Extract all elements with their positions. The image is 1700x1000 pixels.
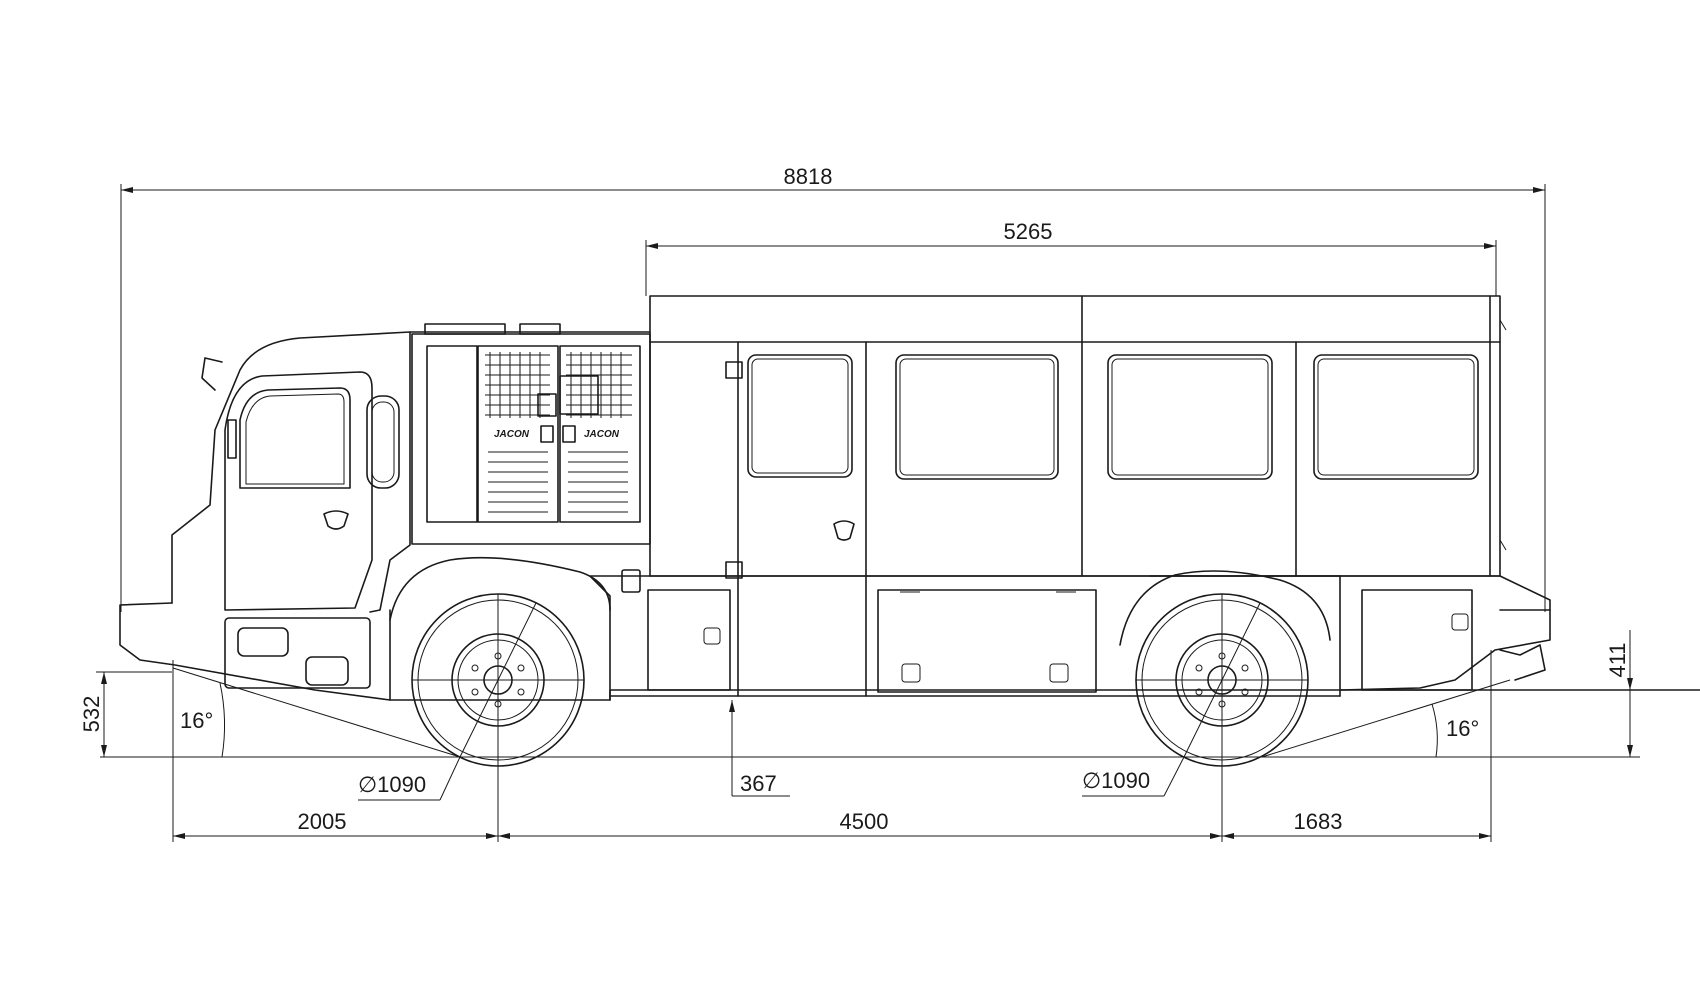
- dim-overall-length: 8818: [120, 164, 1546, 612]
- dim-ground-clearance: 367: [729, 700, 790, 797]
- dim-departure-angle: 16°: [1261, 679, 1511, 758]
- cab-rear-window: [366, 395, 400, 489]
- locker-rear: [1361, 589, 1473, 691]
- front-wheel: [411, 593, 585, 767]
- dim-front-height: 532: [79, 671, 172, 757]
- body-length-label: 5265: [1004, 219, 1053, 244]
- locker-front: [647, 589, 731, 691]
- grille-right: [566, 352, 632, 418]
- brand-label-right: JACON: [584, 429, 620, 440]
- front-wheel-diameter-label: ∅1090: [358, 772, 426, 797]
- driver-cab: [171, 323, 651, 613]
- ground-clearance-label: 367: [740, 771, 777, 796]
- louvres: [488, 451, 628, 513]
- body-window-3: [1107, 354, 1273, 480]
- rear-height-label: 411: [1605, 642, 1630, 677]
- front-overhang-label: 2005: [298, 809, 347, 834]
- approach-angle-label: 16°: [180, 708, 213, 733]
- locker-middle: [877, 589, 1097, 693]
- front-height-label: 532: [79, 696, 104, 733]
- dim-rear-wheel-diameter: ∅1090: [1082, 602, 1261, 797]
- dim-front-wheel-diameter: ∅1090: [358, 602, 537, 801]
- wheelbase-label: 4500: [840, 809, 889, 834]
- engine-module: JACON JACON: [411, 333, 651, 545]
- body-window-1: [747, 354, 853, 478]
- dim-approach-angle: 16°: [172, 667, 461, 758]
- rear-wheel-diameter-label: ∅1090: [1082, 768, 1150, 793]
- departure-angle-label: 16°: [1446, 716, 1479, 741]
- dim-bottom-chain: 2005 4500 1683: [172, 650, 1492, 842]
- dim-rear-height: 411: [1545, 630, 1640, 757]
- dim-body-length: 5265: [645, 219, 1497, 296]
- body-window-2: [895, 354, 1059, 480]
- cab-door-window: [239, 387, 351, 489]
- chassis: [119, 556, 1700, 701]
- grille-left: [485, 352, 550, 418]
- overall-length-label: 8818: [784, 164, 833, 189]
- brand-label-left: JACON: [494, 429, 530, 440]
- passenger-module: [649, 295, 1507, 697]
- rear-overhang-label: 1683: [1294, 809, 1343, 834]
- body-window-4: [1313, 354, 1479, 480]
